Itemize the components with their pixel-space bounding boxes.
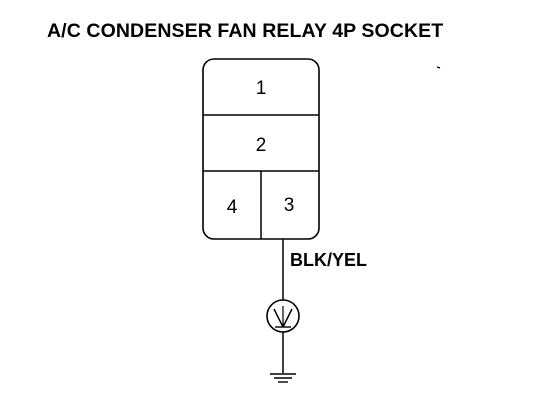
pin-1-label: 1 [256,78,267,99]
pin-2-label: 2 [256,135,267,156]
voltmeter-icon [266,299,300,333]
wire-color-label: BLK/YEL [290,250,368,270]
ground-icon [270,373,296,383]
stray-mark [436,66,441,69]
pin-3-label: 3 [284,195,295,216]
diagram-title: A/C CONDENSER FAN RELAY 4P SOCKET [47,20,444,42]
pin-4-label: 4 [227,197,238,218]
